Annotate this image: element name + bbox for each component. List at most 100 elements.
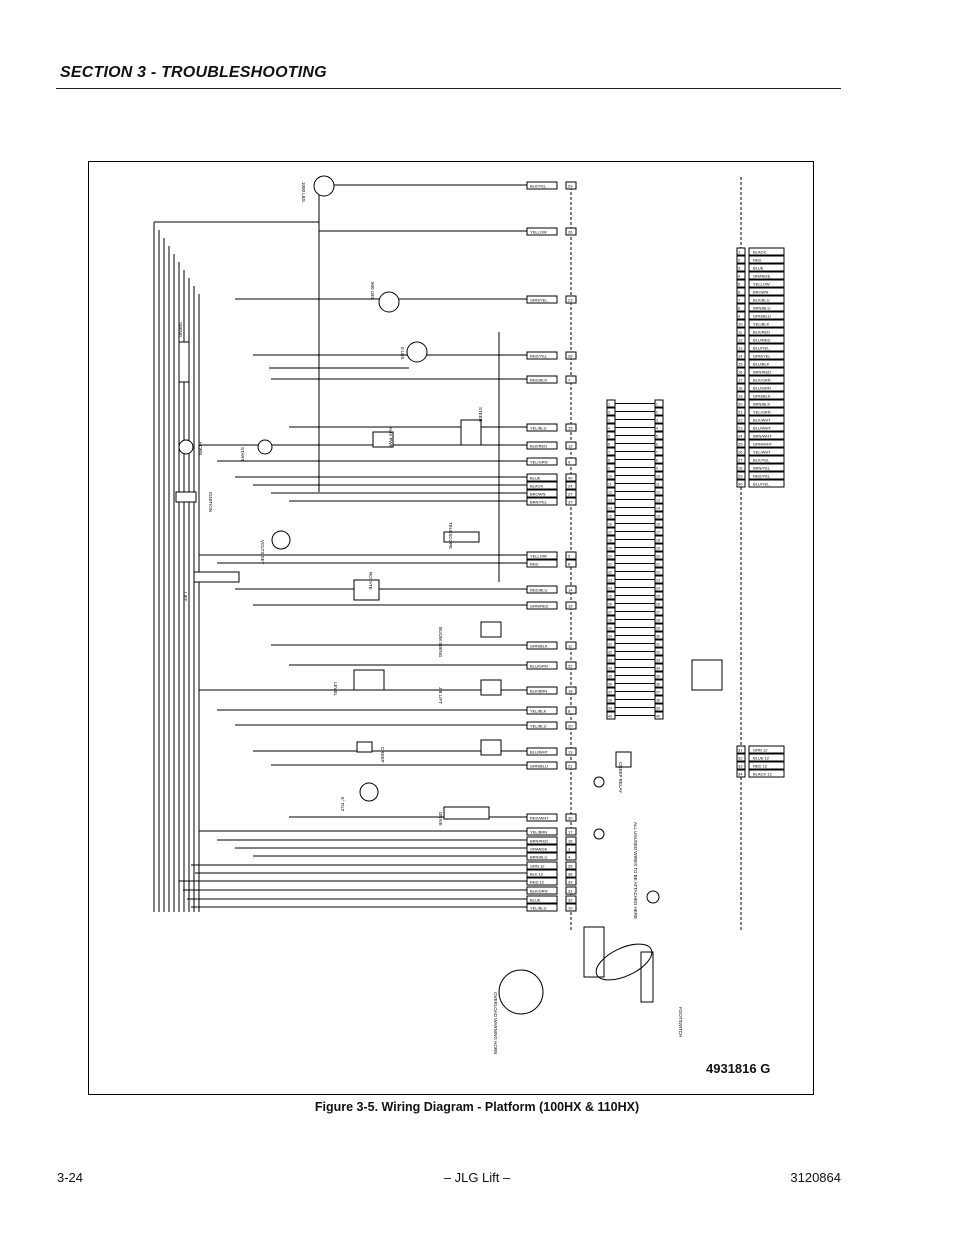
- load-sensor-0: [406, 341, 428, 363]
- terminal-number: 5: [738, 282, 741, 287]
- aux-wire-tag: [748, 745, 785, 754]
- terminal-right-number: 13: [656, 499, 660, 503]
- wire-color-label: BLU/WHT: [753, 426, 772, 431]
- component-label: 5° TILT: [340, 797, 345, 812]
- component-label: CREEP: [380, 747, 385, 763]
- terminal-right-number: 17: [656, 531, 660, 535]
- wire-tag-label: RED 12: [530, 880, 545, 885]
- telescope-switch: [443, 531, 480, 543]
- section-title: SECTION 3 - TROUBLESHOOTING: [60, 64, 327, 81]
- creep-relay-coil: [593, 828, 605, 840]
- wire-tag-label: YEL/BLU: [530, 724, 547, 729]
- terminal-number-box: [736, 431, 746, 440]
- terminal-number: 26: [738, 450, 743, 455]
- wire-color-tag: [748, 271, 785, 280]
- wire-number: 36: [568, 872, 573, 877]
- terminal-number-box: [736, 415, 746, 424]
- swing-speed-switch: [480, 739, 502, 756]
- wire-color-label: BLU/GRN: [753, 386, 771, 391]
- component-label: CREEP RELAY: [618, 762, 623, 793]
- wire-number: 22: [568, 664, 573, 669]
- component-label: FOOTSWITCH: [678, 1007, 683, 1037]
- terminal-left-number: 36: [608, 683, 612, 687]
- wire-color-label: BLK/GRN: [753, 378, 771, 383]
- wire-number-box: [565, 559, 577, 568]
- creep-relay: [615, 751, 632, 768]
- component-label: JIB LIFT: [438, 687, 443, 704]
- wire-tag: [526, 295, 558, 304]
- wire-color-label: BLU/YEL: [753, 346, 770, 351]
- wire-number: 10: [568, 906, 573, 911]
- terminal-right-number: 4: [656, 427, 658, 431]
- aux-wire-tag: [748, 761, 785, 770]
- terminal-left-number: 31: [608, 643, 612, 647]
- terminal-number: 17: [738, 378, 743, 383]
- wire-tag: [526, 761, 558, 770]
- terminal-number: 8: [738, 306, 741, 311]
- wire-number-box: [565, 895, 577, 904]
- wire-number-box: [565, 686, 577, 695]
- terminal-number: 30: [738, 482, 743, 487]
- terminal-right-number: 40: [656, 715, 660, 719]
- terminal-left-number: 29: [608, 627, 612, 631]
- terminal-number: 10: [738, 322, 743, 327]
- wire-tag: [526, 836, 558, 845]
- wire-color-tag: [748, 375, 785, 384]
- wire-color-label: BLU/YEL: [753, 482, 770, 487]
- terminal-left-number: 7: [608, 451, 610, 455]
- wire-color-tag: [748, 399, 785, 408]
- terminal-number: 14: [738, 354, 743, 359]
- wire-number-box: [565, 585, 577, 594]
- terminal-number-box: [736, 399, 746, 408]
- terminal-number-box: [736, 471, 746, 480]
- wire-tag: [526, 844, 558, 853]
- terminal-left-number: 12: [608, 491, 612, 495]
- wire-number: 17: [568, 830, 573, 835]
- wire-number: 4: [568, 855, 571, 860]
- terminal-number-box: [736, 311, 746, 320]
- figure-caption: Figure 3-5. Wiring Diagram - Platform (1…: [314, 1100, 640, 1114]
- wire-number-box: [565, 877, 577, 886]
- wire-color-label: BRN/YEL: [753, 466, 771, 471]
- jib-lift-switch: [480, 679, 502, 696]
- terminal-number-box: [736, 271, 746, 280]
- wire-color-tag: [748, 295, 785, 304]
- wire-color-label: BROWN: [753, 290, 768, 295]
- wire-tag: [526, 903, 558, 912]
- terminal-right-number: 27: [656, 611, 660, 615]
- terminal-number-box: [736, 423, 746, 432]
- wire-number-box: [565, 844, 577, 853]
- terminal-left-number: 10: [608, 475, 612, 479]
- wire-number-box: [565, 761, 577, 770]
- terminal-right-number: 35: [656, 675, 660, 679]
- aux-terminal-number: 32: [738, 756, 743, 761]
- start-switch: [257, 439, 273, 455]
- wire-number-box: [565, 721, 577, 730]
- wire-tag-label: GRN 12: [530, 864, 545, 869]
- wire-number-box: [565, 497, 577, 506]
- wire-number: 40: [568, 476, 573, 481]
- terminal-right-number: 20: [656, 555, 660, 559]
- wire-number: 27: [568, 492, 573, 497]
- wire-number: 6: [568, 562, 571, 567]
- wire-number: 31: [568, 889, 573, 894]
- wire-number-box: [565, 601, 577, 610]
- terminal-left-number: 18: [608, 539, 612, 543]
- wire-color-tag: [748, 327, 785, 336]
- wire-number: 23: [568, 298, 573, 303]
- wire-tag: [526, 497, 558, 506]
- wire-color-tag: [748, 447, 785, 456]
- terminal-right-number: 6: [656, 443, 658, 447]
- component-label: ALL UNUSED WIRES TO BE ATTACHED HERE: [633, 822, 638, 919]
- lift-switch: [193, 571, 240, 583]
- wire-number-box: [565, 852, 577, 861]
- volts-set: [271, 530, 291, 550]
- terminal-left-number: 35: [608, 675, 612, 679]
- overload-horn: [498, 969, 544, 1015]
- wire-number-box: [565, 181, 577, 190]
- terminal-left-number: 14: [608, 507, 612, 511]
- wire-number: 20: [568, 724, 573, 729]
- terminal-left-number: 9: [608, 467, 610, 471]
- wire-number: 9: [568, 460, 571, 465]
- terminal-number-box: [736, 343, 746, 352]
